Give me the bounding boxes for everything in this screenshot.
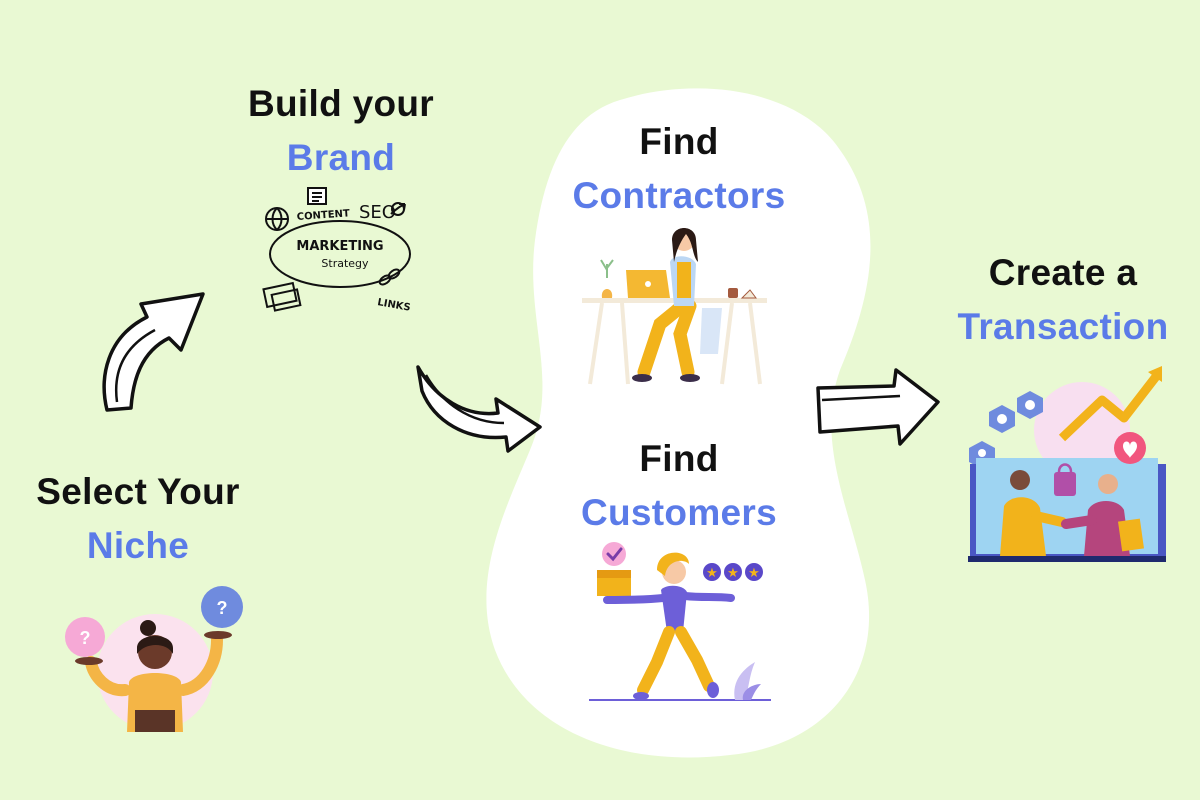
arrow-up-right (102, 292, 205, 412)
question-badge-left: ? (65, 617, 105, 657)
doodle-links-label: LINKS (376, 297, 411, 314)
handshake-on-screen-illustration (968, 366, 1166, 562)
marketing-strategy-doodle: CONTENT SEO MARKETING Strategy LINKS (262, 187, 411, 314)
step-contractors-line1: Find (639, 121, 719, 162)
svg-text:★: ★ (706, 566, 718, 581)
step-niche-line1: Select Your (36, 471, 240, 512)
step-select-niche: Select Your Niche (10, 465, 266, 573)
person-weighing-questions-illustration: ? ? (65, 586, 243, 732)
arrow-right (816, 368, 940, 446)
svg-text:?: ? (217, 598, 228, 618)
svg-text:★: ★ (727, 566, 739, 581)
background-blob (486, 88, 871, 758)
step-create-transaction: Create a Transaction (938, 246, 1188, 354)
svg-text:★: ★ (748, 566, 760, 581)
step-brand-line1: Build your (248, 83, 434, 124)
doodle-seo-label: SEO (359, 202, 396, 223)
question-badge-right: ? (201, 586, 243, 628)
arrow-down-right (416, 365, 542, 453)
step-contractors-line2: Contractors (572, 175, 786, 216)
step-niche-line2: Niche (86, 525, 190, 566)
step-transaction-line1: Create a (988, 252, 1138, 293)
step-transaction-line2: Transaction (957, 306, 1169, 347)
doodle-center-label: MARKETING (296, 239, 383, 254)
woman-working-laptop-illustration (582, 228, 767, 385)
step-find-customers: Find Customers (548, 432, 810, 540)
doodle-center-sub-label: Strategy (321, 257, 369, 270)
step-customers-line2: Customers (581, 492, 777, 533)
svg-text:?: ? (80, 628, 91, 648)
step-brand-line2: Brand (286, 137, 396, 178)
step-find-contractors: Find Contractors (548, 115, 810, 223)
doodle-content-label: CONTENT (296, 208, 350, 223)
woman-with-box-and-stars-illustration: ★ ★ ★ (589, 542, 771, 701)
rating-stars: ★ ★ ★ (703, 563, 763, 581)
step-customers-line1: Find (639, 438, 719, 479)
step-build-brand: Build your Brand (218, 77, 464, 185)
